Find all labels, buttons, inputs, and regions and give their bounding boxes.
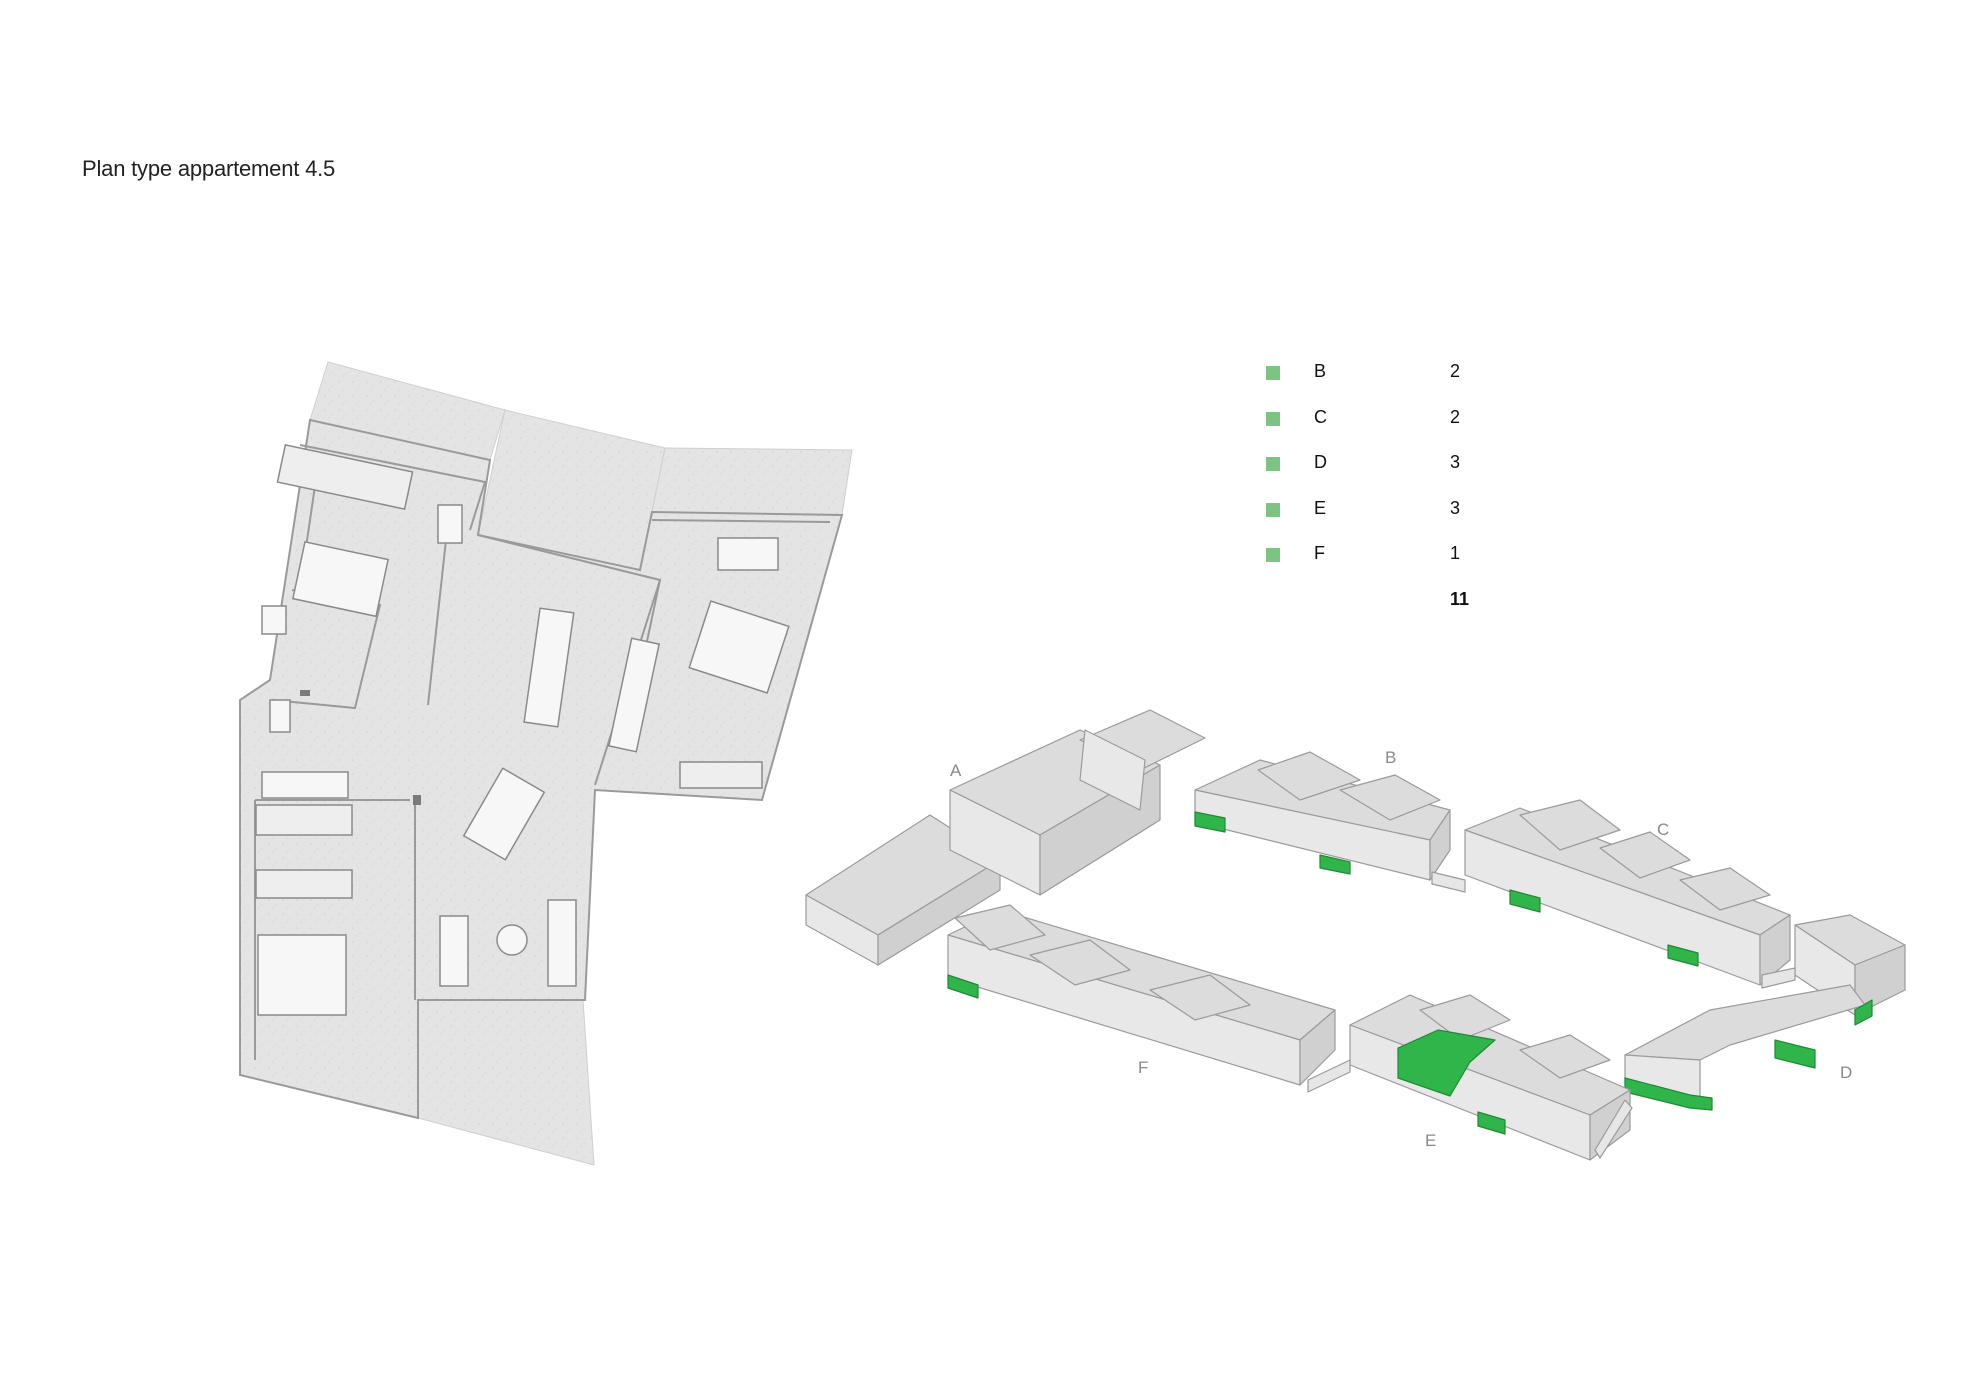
highlight-c-2: [1667, 944, 1699, 967]
building-a: [805, 709, 1206, 966]
legend-swatch: [1266, 457, 1280, 471]
legend-total-row: 11: [1262, 586, 1502, 632]
apartment-outline: [239, 418, 844, 1120]
building-b: [1194, 751, 1451, 881]
furniture: [255, 444, 790, 1016]
building-label-b: B: [1385, 748, 1396, 767]
highlight-e-1: [1397, 1029, 1496, 1097]
building-label-e: E: [1425, 1131, 1436, 1150]
legend-row-d: D 3: [1262, 449, 1502, 495]
legend-total: 11: [1450, 588, 1470, 609]
highlight-d-3: [1854, 999, 1873, 1026]
legend-count: 2: [1450, 406, 1461, 427]
building-e: [1349, 994, 1631, 1161]
legend: B 2 C 2 D 3 E 3 F 1 11: [1262, 358, 1502, 631]
building-label-f: F: [1138, 1058, 1148, 1077]
legend-row-b: B 2: [1262, 358, 1502, 404]
legend-row-e: E 3: [1262, 495, 1502, 541]
building-d: [1624, 914, 1906, 1111]
highlight-d-2: [1774, 1039, 1816, 1069]
legend-swatch: [1266, 548, 1280, 562]
legend-label: E: [1314, 497, 1327, 518]
legend-label: B: [1314, 361, 1327, 381]
highlight-b-1: [1194, 811, 1226, 833]
highlight-e-2: [1477, 1111, 1506, 1135]
building-label-a: A: [950, 761, 962, 780]
building-label-c: C: [1657, 820, 1669, 839]
highlight-f-1: [947, 974, 979, 999]
wall-stubs: [300, 690, 421, 805]
legend-count: 3: [1450, 497, 1461, 518]
page-title: Plan type appartement 4.5: [82, 156, 336, 181]
legend-label: D: [1314, 452, 1327, 472]
legend-label: C: [1314, 406, 1327, 427]
legend-count: 1: [1450, 543, 1461, 563]
legend-count: 3: [1450, 452, 1461, 472]
legend-swatch: [1266, 366, 1280, 380]
highlight-c-1: [1509, 889, 1541, 913]
highlight-b-2: [1319, 854, 1351, 875]
building-f: [947, 904, 1336, 1086]
legend-count: 2: [1450, 361, 1461, 381]
legend-swatch: [1266, 502, 1280, 517]
building-label-d: D: [1840, 1063, 1852, 1082]
building-c: [1464, 799, 1791, 986]
legend-row-f: F 1: [1262, 540, 1502, 586]
legend-swatch: [1266, 411, 1280, 426]
legend-row-c: C 2: [1262, 404, 1502, 450]
connectors: [1307, 871, 1796, 1159]
legend-label: F: [1314, 543, 1325, 563]
